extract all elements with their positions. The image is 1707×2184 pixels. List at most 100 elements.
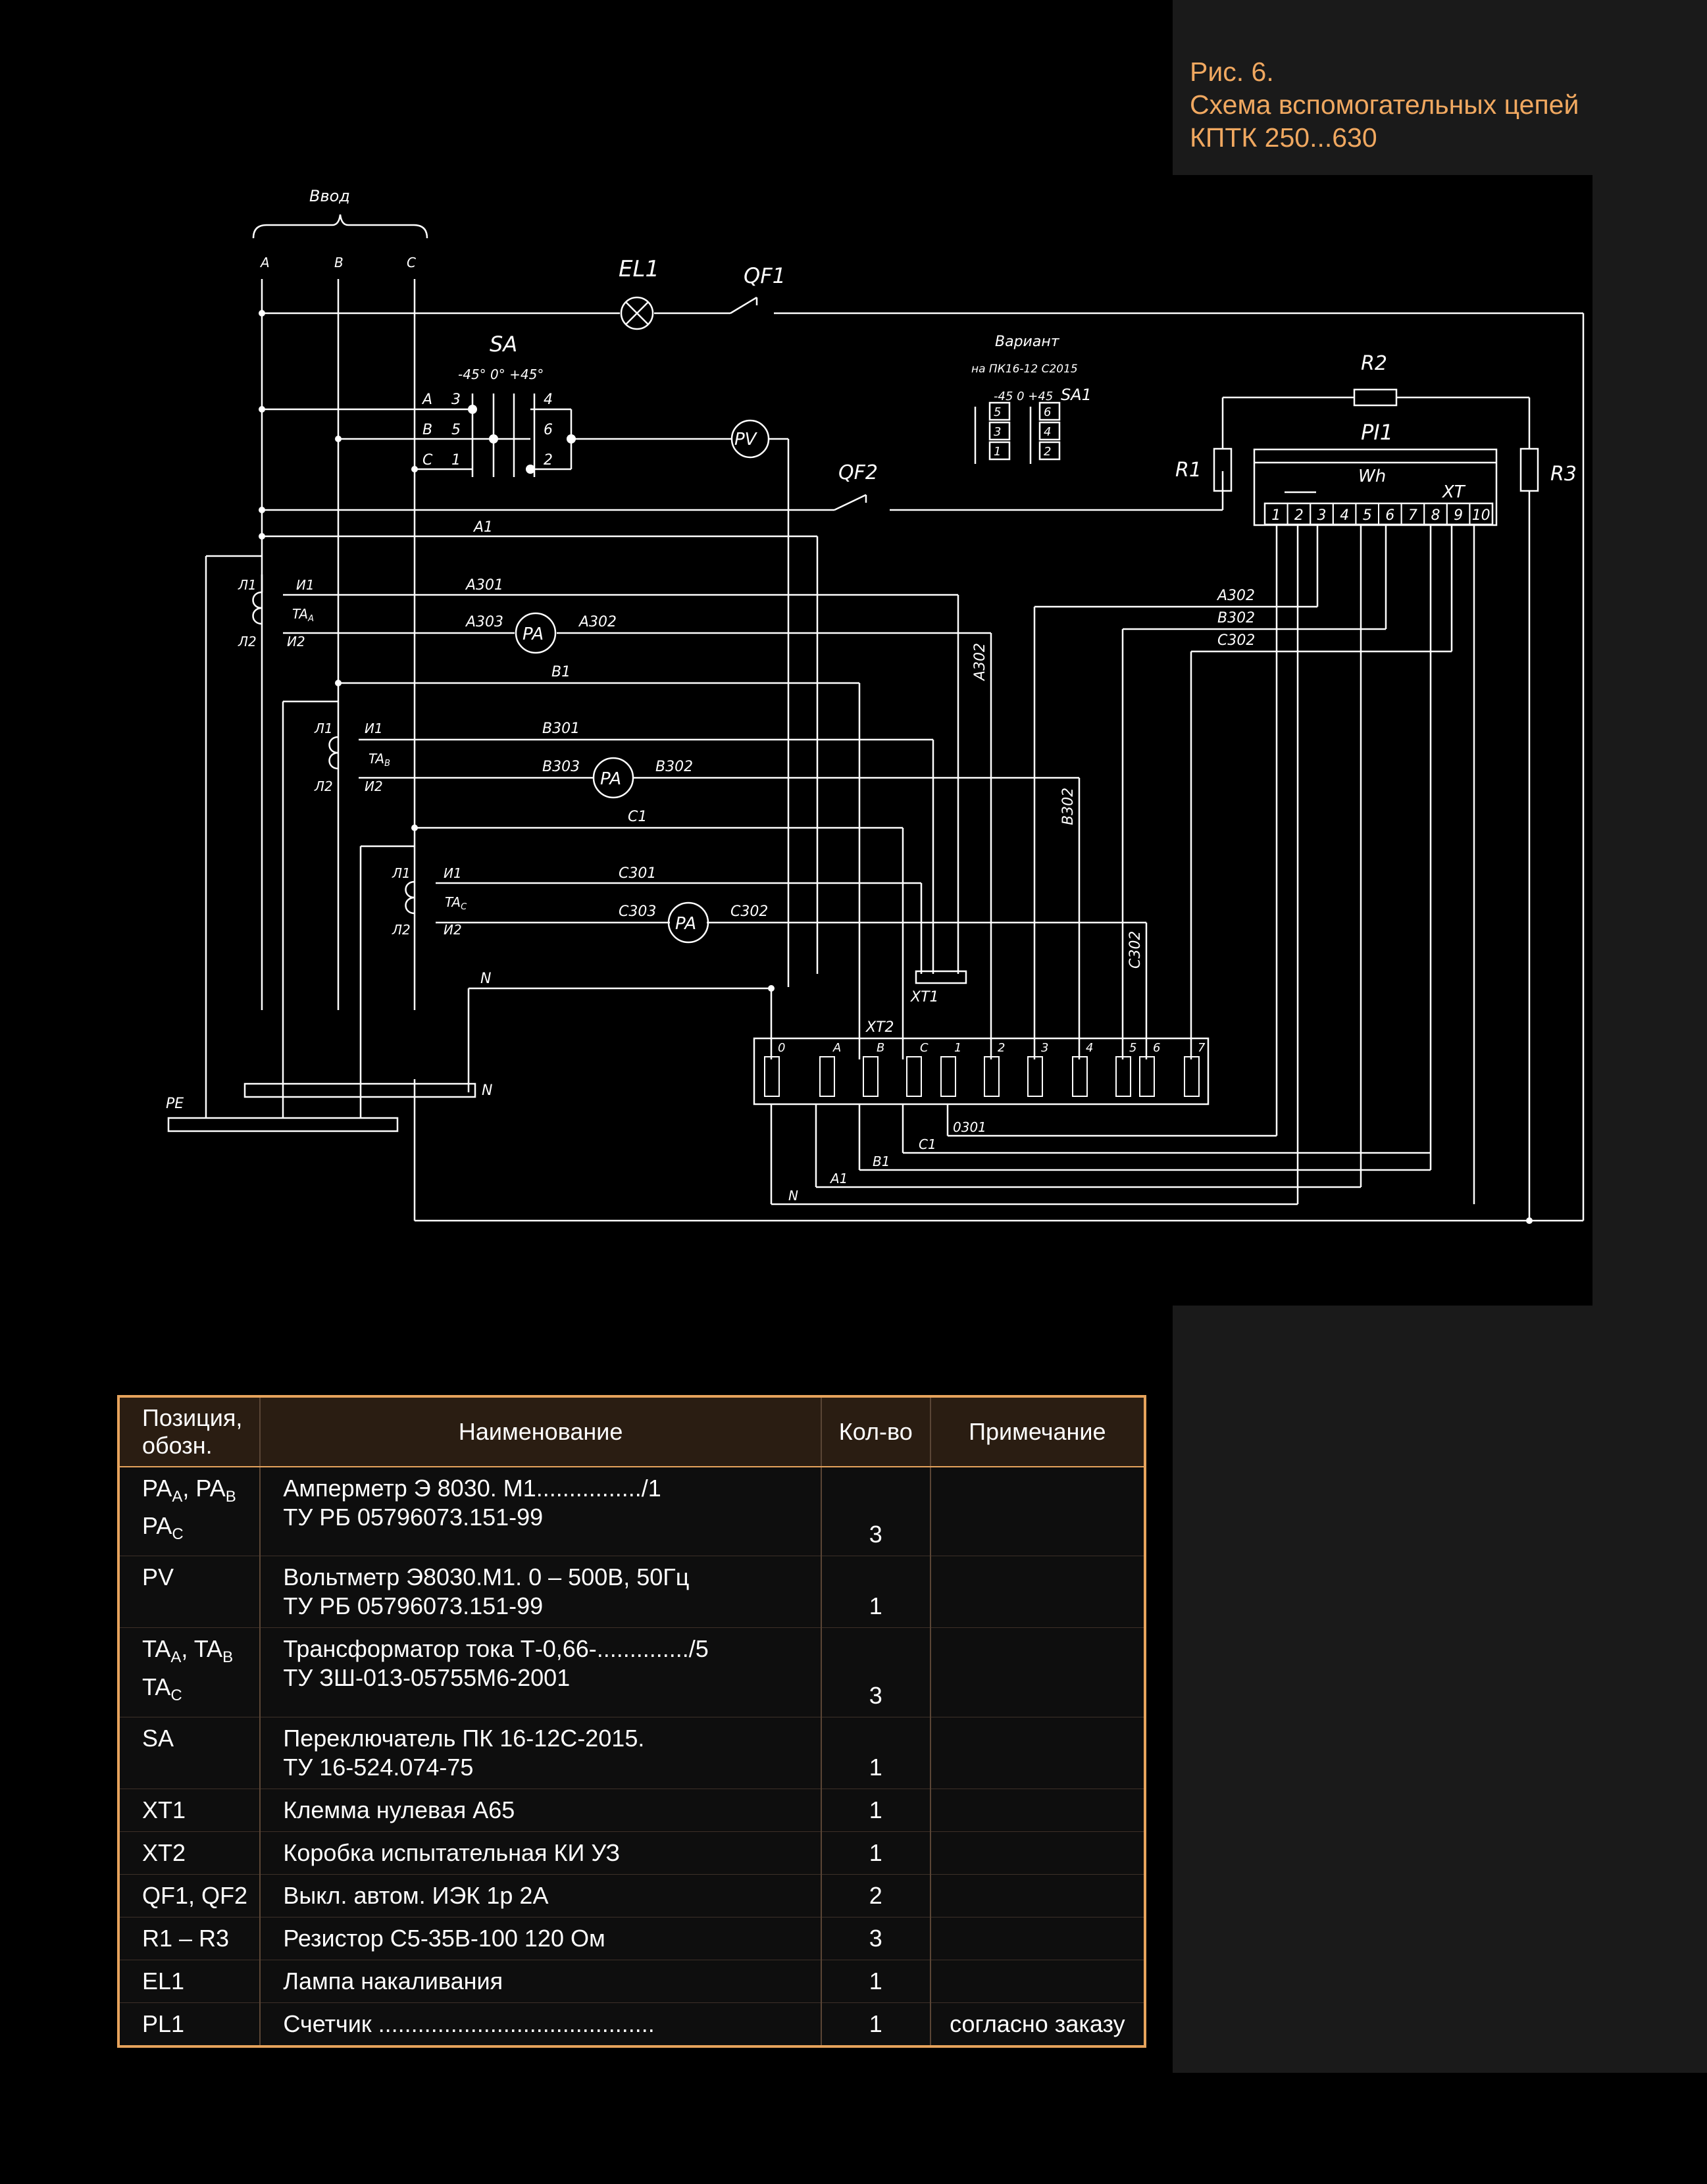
wire-label-a302-vert: A302 [972, 643, 988, 682]
label-r3: R3 [1550, 463, 1577, 486]
label-wh: Wh [1358, 467, 1386, 486]
bottom-label-b1: B1 [873, 1154, 890, 1169]
cell-qty: 3 [821, 1627, 931, 1717]
xt2-terminal [764, 1056, 780, 1097]
wire-label-a303: A303 [465, 614, 503, 630]
label-el1: EL1 [619, 256, 659, 282]
tac-label: TAC [445, 894, 467, 912]
wire-label-b303: B303 [542, 759, 580, 775]
taa-i2: И2 [287, 634, 305, 649]
wire-label-a302: A302 [578, 614, 617, 630]
label-sa1-r4: 4 [1044, 425, 1051, 439]
cell-name: Трансформатор тока Т-0,66-..............… [260, 1627, 822, 1717]
label-variant: Вариант [995, 334, 1060, 350]
label-sa-t5: 5 [451, 422, 461, 438]
cell-note: согласно заказу [930, 2002, 1145, 2046]
label-sa-t4: C [422, 452, 433, 469]
wire-label-n: N [480, 971, 491, 987]
circuit-diagram: Ввод A B C EL1 QF1 SA -45° 0° +45° A 3 B… [166, 187, 1585, 1224]
xt2-terminal-label: B [877, 1041, 884, 1055]
xt2-terminal-label: 0 [778, 1041, 785, 1055]
label-pi1: PI1 [1361, 420, 1393, 445]
xt2-terminal [863, 1056, 879, 1097]
cell-position: XT2 [118, 1831, 261, 1875]
xt2-terminal-label: 7 [1198, 1041, 1206, 1055]
xt2-terminal-label: 2 [998, 1041, 1005, 1055]
junction-dots [259, 310, 1533, 1224]
cell-position: XT1 [118, 1788, 261, 1832]
cell-note [930, 1788, 1145, 1832]
cell-name: Лампа накаливания [260, 1959, 822, 2003]
figure-caption: Рис. 6. Схема вспомогательных цепей КПТК… [1190, 55, 1579, 154]
label-xt: XT [1441, 482, 1466, 502]
cell-name: Клемма нулевая А65 [260, 1788, 822, 1832]
pi1-terminal-label: 3 [1317, 507, 1327, 524]
wire-label-c301: C301 [619, 865, 656, 882]
cell-qty: 1 [821, 1831, 931, 1875]
cell-note [930, 1466, 1145, 1556]
cell-qty: 3 [821, 1466, 931, 1556]
label-sa-angles: -45° 0° +45° [458, 367, 544, 382]
xt2-terminal [1072, 1056, 1088, 1097]
xt2-terminal [906, 1056, 922, 1097]
label-sa1-l3: 3 [994, 425, 1001, 439]
label-sa1-r2: 2 [1044, 445, 1051, 459]
xt2-terminal-label: C [920, 1041, 929, 1055]
wire-label-c1: C1 [628, 809, 647, 825]
bottom-label-0301: 0301 [953, 1119, 986, 1135]
label-sa-t1: A [421, 392, 432, 408]
cell-qty: 1 [821, 2002, 931, 2046]
label-xt1: XT1 [910, 989, 939, 1005]
xt2-terminal-label: 4 [1086, 1041, 1093, 1055]
cell-position: SA [118, 1716, 261, 1789]
xt2-terminal [1139, 1056, 1155, 1097]
label-sa-t1b: 1 [451, 452, 461, 469]
label-sa1-r6: 6 [1044, 405, 1051, 419]
cell-qty: 1 [821, 1716, 931, 1789]
cell-qty: 1 [821, 1788, 931, 1832]
tab-l2: Л2 [314, 778, 333, 794]
tab-l1: Л1 [314, 721, 333, 736]
pi1-terminal [1469, 503, 1493, 525]
header-name: Наименование [260, 1396, 822, 1467]
cell-qty: 1 [821, 1959, 931, 2003]
caption-line-3: КПТК 250...630 [1190, 122, 1377, 153]
label-sa-t2: B [422, 422, 432, 438]
pi1-terminal-label: 1 [1271, 507, 1281, 524]
wire-label-b1: B1 [551, 664, 571, 680]
xt2-terminal-label: 6 [1153, 1041, 1160, 1055]
cell-name: Счетчик ................................… [260, 2002, 822, 2046]
tab-i2: И2 [365, 778, 383, 794]
wire-label-c302-right: C302 [1217, 632, 1255, 649]
cell-qty: 3 [821, 1916, 931, 1960]
diagram-labels: Ввод A B C EL1 QF1 SA -45° 0° +45° A 3 B… [166, 187, 1577, 1204]
xt2-terminal-label: 3 [1041, 1041, 1048, 1055]
caption-line-2: Схема вспомогательных цепей [1190, 89, 1579, 120]
label-sa: SA [490, 332, 517, 357]
pi1-terminal-label: 10 [1472, 507, 1490, 524]
cell-name: Коробка испытательная КИ УЗ [260, 1831, 822, 1875]
cell-name: Переключатель ПК 16-12С-2015.ТУ 16-524.0… [260, 1716, 822, 1789]
wire-label-b302-right: B302 [1217, 610, 1255, 626]
header-position: Позиция, обозн. [118, 1396, 261, 1467]
bottom-label-c1: C1 [919, 1136, 936, 1152]
pa-b-label: PA [600, 769, 621, 789]
taa-label: TAA [292, 606, 314, 624]
xt2-terminal [1184, 1056, 1200, 1097]
cell-note [930, 1556, 1145, 1628]
xt2-terminal-label: 1 [954, 1041, 961, 1055]
label-sa1: SA1 [1061, 386, 1092, 404]
pi1-terminal-label: 8 [1431, 507, 1440, 524]
wire-label-a301: A301 [465, 577, 503, 594]
tab-i1: И1 [365, 721, 383, 736]
